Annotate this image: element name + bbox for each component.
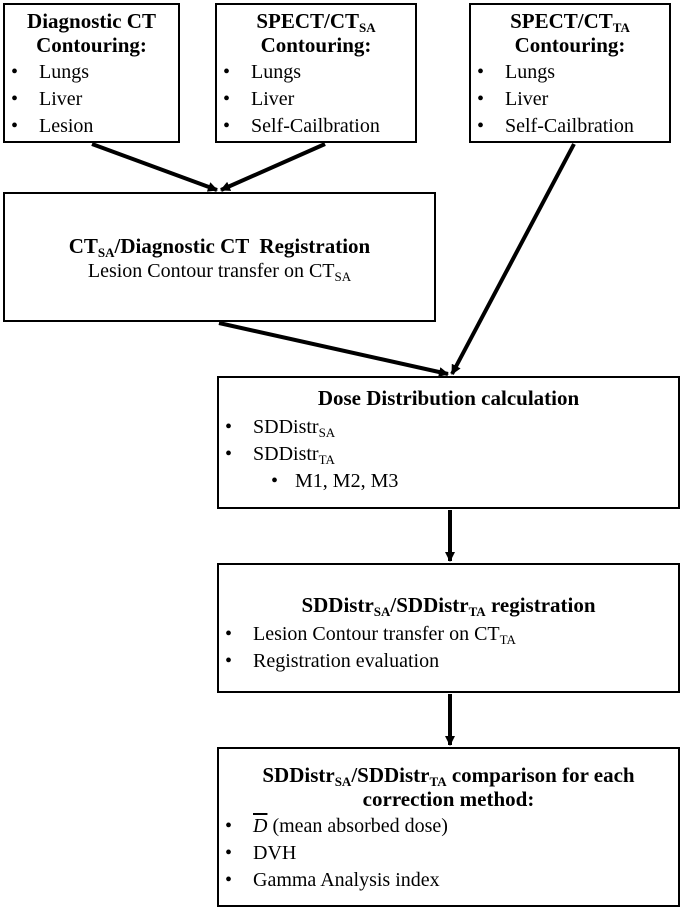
diag-item-lesion: Lesion: [5, 113, 178, 140]
box-spect-ct-sa-contouring: SPECT/CTSA Contouring: Lungs Liver Self-…: [215, 3, 417, 143]
box-diagnostic-ct-contouring: Diagnostic CT Contouring: Lungs Liver Le…: [3, 3, 180, 143]
spect-sa-item-liver: Liver: [217, 86, 415, 113]
box-spect-ct-ta-contouring: SPECT/CTTA Contouring: Lungs Liver Self-…: [469, 3, 671, 143]
mean-dose-symbol: D: [253, 815, 268, 837]
dose-item-sddistr-sa: SDDistrSA: [219, 414, 678, 441]
spect-ta-title-line1: SPECT/CTTA: [510, 9, 630, 35]
box-sddistr-comparison: SDDistrSA/SDDistrTA comparison for each …: [217, 747, 680, 907]
comparison-title-line1: SDDistrSA/SDDistrTA comparison for each: [262, 763, 635, 789]
box-dose-distribution: Dose Distribution calculation SDDistrSA …: [217, 376, 680, 509]
diag-title-line1: Diagnostic CT: [27, 9, 156, 33]
arrow-spect-ta-to-dose: [450, 143, 576, 375]
dose-item-sddistr-ta: SDDistrTA: [219, 441, 678, 468]
dose-title: Dose Distribution calculation: [317, 386, 580, 410]
arrow-diag-to-registration: [91, 142, 218, 192]
sd-registration-item-transfer: Lesion Contour transfer on CTTA: [219, 621, 678, 648]
sd-registration-item-evaluation: Registration evaluation: [219, 648, 678, 675]
registration-line: Lesion Contour transfer on CTSA: [87, 260, 352, 284]
diag-item-lungs: Lungs: [5, 59, 178, 86]
arrow-spect-sa-to-registration: [220, 142, 326, 192]
box-sddistr-registration: SDDistrSA/SDDistrTA registration Lesion …: [217, 563, 680, 693]
spect-ta-title-line2: Contouring:: [514, 33, 626, 57]
spect-sa-title-line2: Contouring:: [260, 33, 372, 57]
comparison-title-line2: correction method:: [362, 787, 535, 811]
registration-title: CTSA/Diagnostic CT Registration: [68, 234, 371, 260]
spect-sa-item-self-calibration: Self-Cailbration: [217, 113, 415, 140]
spect-sa-title-line1: SPECT/CTSA: [256, 9, 376, 35]
sd-registration-title: SDDistrSA/SDDistrTA registration: [301, 593, 596, 619]
box-ct-registration: CTSA/Diagnostic CT Registration Lesion C…: [3, 192, 436, 322]
comparison-item-mean-dose: D (mean absorbed dose): [219, 813, 678, 840]
dose-subitem-methods: M1, M2, M3: [219, 468, 678, 495]
comparison-item-dvh: DVH: [219, 840, 678, 867]
diag-item-liver: Liver: [5, 86, 178, 113]
comparison-item-gamma: Gamma Analysis index: [219, 867, 678, 894]
spect-ta-item-lungs: Lungs: [471, 59, 669, 86]
spect-ta-item-liver: Liver: [471, 86, 669, 113]
spect-ta-item-self-calibration: Self-Cailbration: [471, 113, 669, 140]
diag-title-line2: Contouring:: [36, 33, 147, 57]
arrow-registration-to-dose: [218, 321, 449, 377]
spect-sa-item-lungs: Lungs: [217, 59, 415, 86]
